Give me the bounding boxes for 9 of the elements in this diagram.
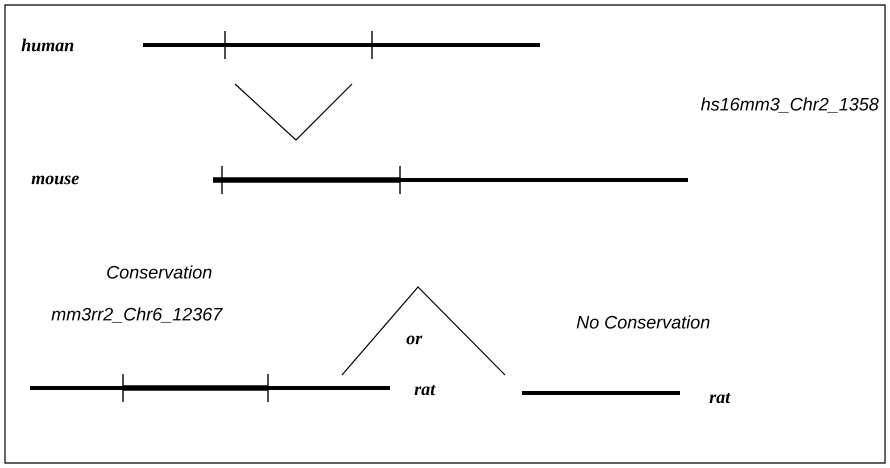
annotation-text: No Conservation (576, 315, 710, 329)
annotation-text: mm3rr2_Chr6_12367 (52, 307, 223, 323)
species-label: rat (414, 384, 436, 396)
species-label: mouse (32, 176, 79, 184)
species-label: rat (710, 392, 731, 404)
annotation-text: Conservation (107, 265, 212, 279)
species-label: human (22, 38, 74, 52)
annotation-text: hs16mm3_Chr2_1358 (701, 97, 879, 113)
species-label: or (406, 336, 422, 344)
